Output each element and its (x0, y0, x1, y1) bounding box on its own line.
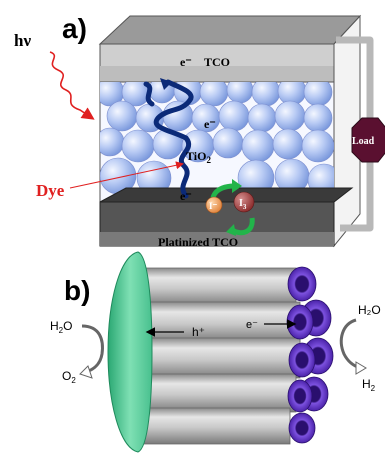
tio2-particle (274, 100, 306, 132)
tube-end (288, 412, 316, 444)
electron-arrowhead (160, 78, 172, 90)
panel-b-label: b) (64, 275, 90, 306)
light-label: hν (14, 31, 31, 50)
oxidation-arrowhead (79, 365, 93, 379)
nanotube (139, 267, 297, 307)
h2-label: H2 (362, 377, 376, 393)
tio2-particle (212, 127, 244, 159)
tio2-particle (218, 100, 250, 132)
reduction-arrowhead (355, 361, 367, 375)
nanotube (139, 373, 297, 413)
tio2-particle (251, 82, 281, 107)
tio2-particle (301, 129, 334, 163)
bottom-electrode-band (100, 232, 334, 246)
tube-ends (286, 266, 334, 444)
reduction-arrow (339, 318, 361, 370)
top-glass (98, 15, 362, 45)
panel-a-label: a) (62, 13, 87, 44)
oxidation-arrow (81, 324, 104, 374)
tube-end (287, 379, 313, 413)
iodide-ion (205, 196, 223, 214)
nanotube (139, 407, 291, 445)
triiodide-label: I3 (239, 198, 247, 211)
nanotube-bundle (139, 267, 301, 445)
electron-arrow (143, 81, 155, 107)
tio2-particle (100, 127, 125, 157)
o2-label: O2 (62, 369, 76, 385)
tio2-particle (272, 128, 304, 160)
tube-end (286, 304, 314, 340)
tio2-particle (199, 82, 229, 107)
tio2-particle (303, 103, 333, 133)
load-box (351, 117, 385, 163)
tio2-particle (121, 129, 155, 163)
electron-arrow (179, 135, 191, 199)
dye-pointer (69, 161, 184, 189)
tco-label: TCO (204, 55, 230, 69)
tio2-label: TiO2 (186, 149, 211, 165)
load-label: Load (352, 136, 375, 147)
tube-end (287, 266, 317, 302)
tco-top-band (100, 66, 334, 82)
iodide-label: I⁻ (209, 201, 218, 211)
h2o-right-label: H₂O (358, 303, 381, 317)
redox-arrowhead-up (232, 179, 242, 193)
redox-arrowhead-down (226, 224, 236, 236)
bottom-electrode-top (99, 187, 354, 203)
panel-a: a) hν (14, 13, 385, 249)
bottom-electrode-label: Platinized TCO (158, 235, 238, 249)
cell-box (98, 14, 362, 248)
substrate-disc (107, 251, 153, 453)
triiodide-ion (233, 191, 255, 213)
electron-arrow (153, 79, 194, 141)
electron-label-top: e⁻ (180, 55, 192, 69)
nanotube (139, 337, 301, 379)
tio2-particle (106, 100, 138, 132)
tio2-particles (100, 82, 334, 197)
electron-label-b: e⁻ (246, 319, 258, 331)
tio2-particle (247, 103, 277, 133)
dye-label: Dye (36, 181, 65, 200)
hole-label: h⁺ (192, 325, 205, 339)
electron-transfer-arrows (143, 79, 194, 199)
electron-label-mid: e⁻ (204, 117, 216, 131)
panel-b: b) h⁺ e⁻ H2O (50, 251, 381, 453)
nanotube (139, 301, 301, 343)
electron-label-low: e⁻ (180, 189, 192, 203)
light-wave-arrow (49, 51, 95, 120)
tube-end (288, 342, 316, 378)
tio2-particle (303, 82, 333, 107)
h2o-left-label: H2O (50, 319, 72, 335)
tio2-particle (241, 129, 275, 163)
